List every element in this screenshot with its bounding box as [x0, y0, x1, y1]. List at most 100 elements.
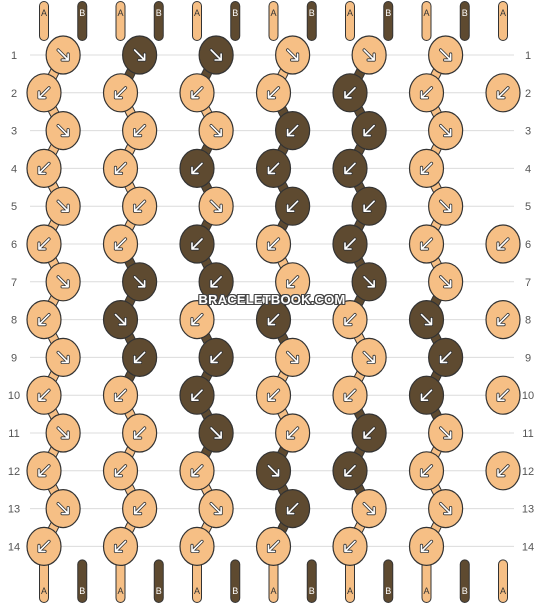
knot-arrow-icon — [57, 351, 69, 364]
knot-arrow-icon — [363, 502, 375, 515]
knot — [102, 451, 139, 491]
knot — [351, 413, 387, 453]
knot-arrow-icon — [439, 124, 452, 137]
knot — [179, 73, 215, 113]
knot — [255, 451, 292, 491]
knot — [102, 224, 139, 264]
knot-arrow-icon — [286, 124, 299, 137]
top-label: B — [462, 8, 468, 18]
knot — [332, 375, 368, 415]
knot-arrow-icon — [267, 465, 280, 477]
knot-arrow-icon — [114, 540, 127, 553]
knot-arrow-icon — [286, 427, 299, 439]
row-number-left: 3 — [11, 126, 17, 138]
bottom-label: B — [309, 586, 315, 596]
knot-arrow-icon — [363, 427, 375, 439]
knot-arrow-icon — [57, 124, 69, 137]
row-number-right: 2 — [525, 88, 531, 100]
row-number-right: 10 — [522, 390, 534, 402]
knot-arrow-icon — [497, 389, 509, 401]
knot — [26, 224, 62, 264]
knot-arrow-icon — [267, 389, 280, 401]
row-number-right: 9 — [525, 352, 531, 364]
knot-arrow-icon — [286, 49, 299, 61]
knot-arrow-icon — [420, 465, 433, 477]
top-label: B — [309, 8, 315, 18]
knot — [351, 186, 387, 226]
knot — [179, 451, 215, 491]
knot — [408, 300, 445, 340]
knot — [485, 451, 521, 491]
row-number-left: 11 — [8, 428, 19, 440]
knot — [26, 526, 62, 567]
knot — [428, 186, 464, 226]
knot — [351, 337, 387, 377]
watermark: BRACELETBOOK.COM — [198, 292, 346, 307]
knot — [351, 262, 387, 302]
knot — [102, 526, 139, 567]
knot — [332, 526, 368, 567]
knot-arrow-icon — [191, 465, 203, 477]
knot-arrow-icon — [420, 313, 433, 326]
knot-arrow-icon — [114, 87, 127, 99]
knot-arrow-icon — [439, 351, 452, 364]
knot-arrow-icon — [114, 162, 127, 175]
top-label: A — [194, 8, 200, 18]
knot — [122, 35, 158, 75]
knot — [408, 224, 445, 264]
knot-arrow-icon — [497, 238, 509, 250]
knot — [122, 111, 158, 151]
bottom-label: A — [117, 586, 123, 596]
knot-arrow-icon — [267, 238, 280, 250]
row-number-right: 7 — [525, 277, 531, 289]
knot-arrow-icon — [191, 313, 203, 326]
knot — [26, 451, 62, 491]
knot — [45, 337, 81, 377]
knot — [275, 262, 311, 302]
knot-arrow-icon — [286, 351, 299, 364]
knot-arrow-icon — [439, 427, 452, 439]
knot — [122, 262, 158, 302]
knot-arrow-icon — [210, 351, 222, 364]
knot — [255, 526, 292, 567]
knot-arrow-icon — [210, 49, 222, 61]
knot — [332, 73, 368, 113]
top-label: A — [423, 8, 429, 18]
knot — [351, 489, 387, 529]
bottom-label: A — [270, 586, 276, 596]
knot-arrow-icon — [210, 502, 222, 515]
knot-arrow-icon — [344, 540, 356, 553]
knot — [26, 300, 62, 340]
knot — [408, 73, 445, 113]
knot — [332, 451, 368, 491]
top-label: B — [79, 8, 85, 18]
knot-arrow-icon — [57, 427, 69, 439]
knot — [255, 73, 292, 113]
knot-arrow-icon — [38, 389, 50, 401]
knot — [198, 489, 234, 529]
row-number-left: 6 — [11, 239, 17, 251]
knot-arrow-icon — [420, 87, 433, 99]
knot — [26, 73, 62, 113]
top-label: A — [117, 8, 123, 18]
top-label: B — [156, 8, 162, 18]
knot — [485, 300, 521, 340]
knot-arrow-icon — [133, 276, 146, 288]
knot — [275, 413, 311, 453]
knot — [102, 300, 139, 340]
knot-arrow-icon — [133, 427, 146, 439]
knot-arrow-icon — [133, 502, 146, 515]
bottom-label: B — [385, 586, 391, 596]
knot — [428, 35, 464, 75]
knot — [332, 148, 368, 188]
knot — [485, 224, 521, 264]
knot-arrow-icon — [191, 389, 203, 401]
knot — [198, 111, 234, 151]
knot-arrow-icon — [267, 313, 280, 326]
knot-arrow-icon — [57, 502, 69, 515]
top-label: B — [385, 8, 391, 18]
bottom-label: B — [79, 586, 85, 596]
knot — [275, 489, 311, 529]
